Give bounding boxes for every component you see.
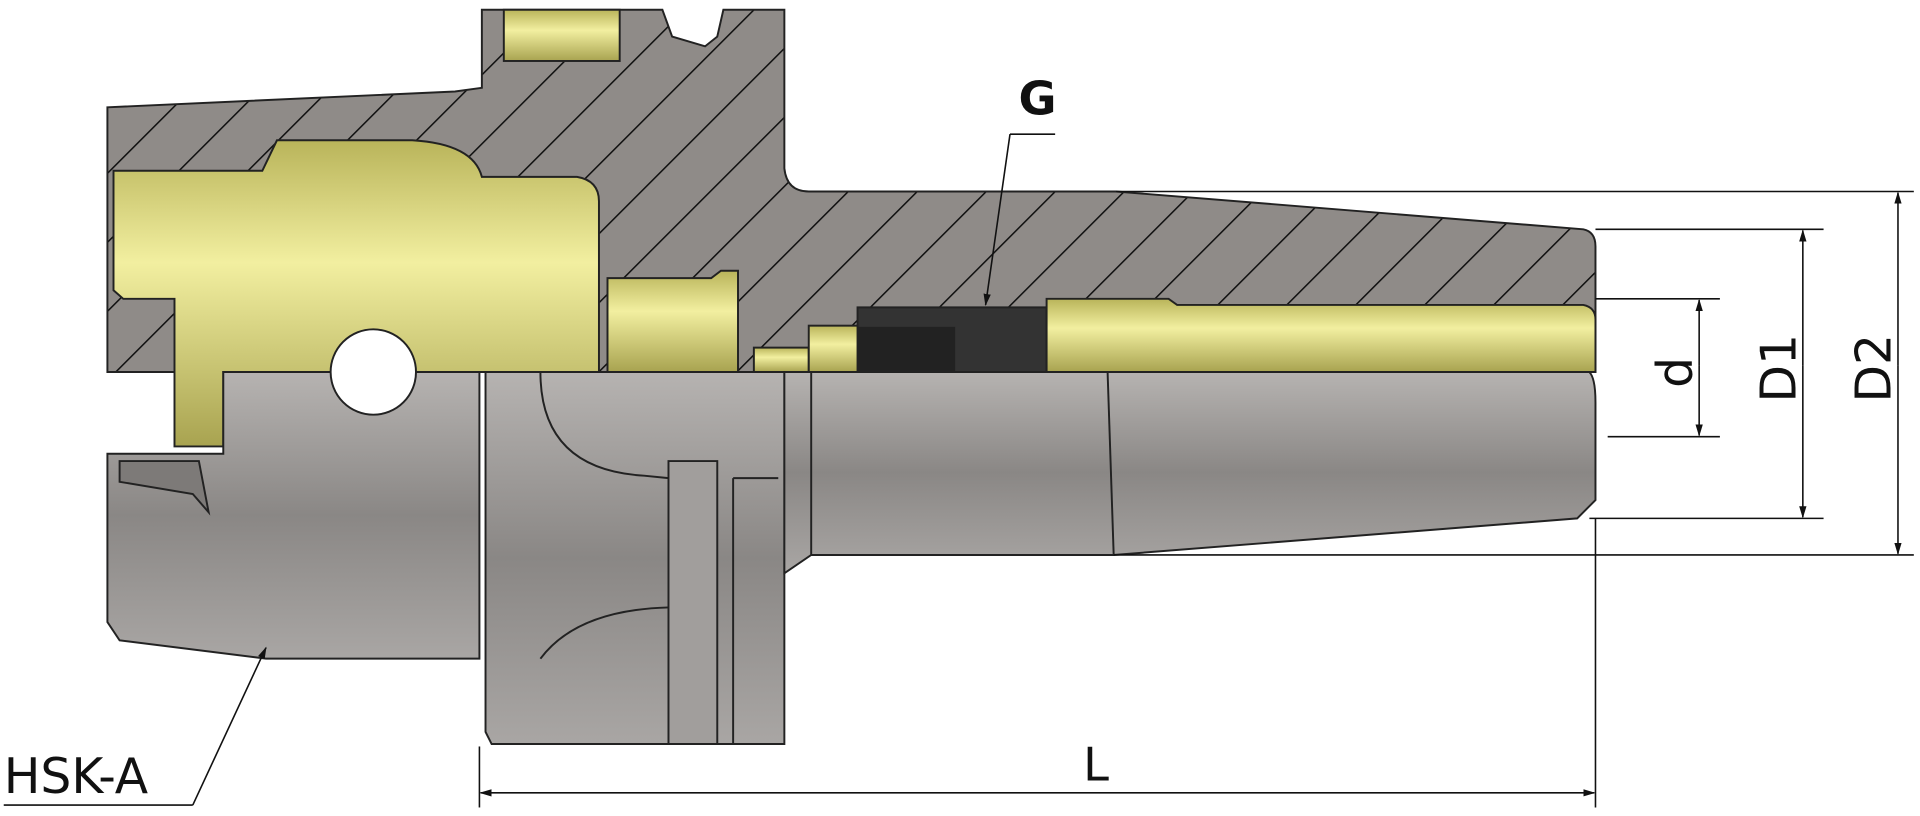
hsk-notch — [118, 460, 211, 516]
coolant-tube — [606, 269, 739, 373]
label-l: L — [1083, 738, 1109, 792]
cross-hole — [329, 328, 417, 416]
label-g: G — [1019, 72, 1057, 126]
shrink-bore — [1045, 297, 1597, 373]
top-cap — [502, 8, 621, 62]
label-hsk-a: HSK-A — [4, 748, 148, 805]
flange-groove — [667, 460, 719, 746]
groove-insert-inner — [857, 326, 956, 373]
dimensions — [3, 133, 1914, 808]
hsk-taper — [106, 371, 481, 660]
label-d1: D1 — [1751, 334, 1808, 403]
shank — [783, 371, 1597, 576]
flange-slot — [539, 372, 779, 745]
label-d: d — [1647, 357, 1704, 388]
stop-screw — [807, 324, 861, 373]
coolant-tube-end — [752, 346, 810, 373]
label-d2: D2 — [1846, 334, 1903, 403]
shank-edge — [1106, 371, 1115, 556]
flange — [484, 371, 786, 746]
